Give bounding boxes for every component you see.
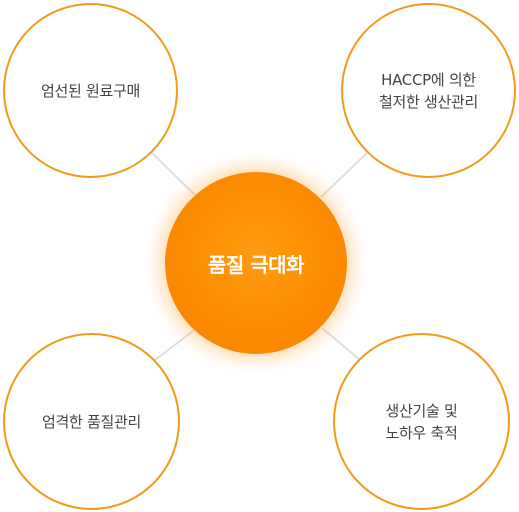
connector-top-left <box>151 152 198 198</box>
node-label: 엄선된 원료구매 <box>41 81 140 100</box>
node-production-know-how: 생산기술 및 노하우 축적 <box>333 333 510 510</box>
connector-top-right <box>320 152 368 198</box>
node-haccp-production-management: HACCP에 의한 철저한 생산관리 <box>341 3 516 178</box>
node-raw-material-purchase: 엄선된 원료구매 <box>3 3 178 178</box>
center-label: 품질 극대화 <box>208 252 304 277</box>
connector-bottom-left <box>154 327 198 361</box>
connector-bottom-right <box>321 327 361 361</box>
node-label: 엄격한 품질관리 <box>42 412 141 431</box>
center-node-quality-maximization: 품질 극대화 <box>165 172 347 354</box>
node-label: 생산기술 및 노하우 축적 <box>385 401 458 442</box>
node-strict-quality-control: 엄격한 품질관리 <box>3 333 180 510</box>
node-label: HACCP에 의한 철저한 생산관리 <box>379 70 478 111</box>
